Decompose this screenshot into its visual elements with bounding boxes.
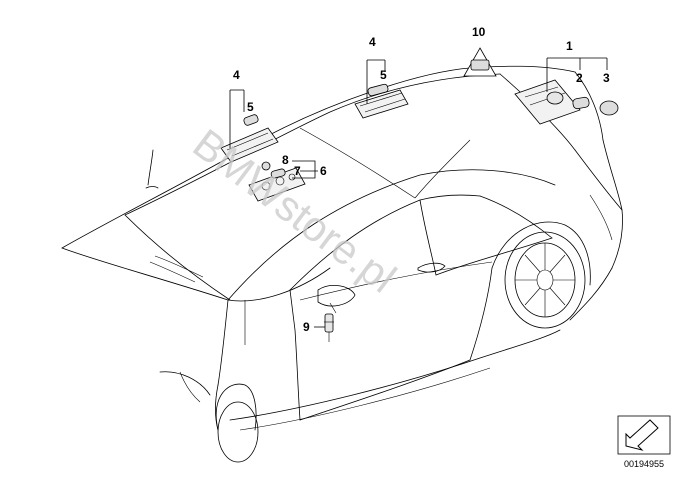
callout-8: 8 xyxy=(282,153,289,167)
warning-triangle-label xyxy=(463,47,497,77)
interior-light-roof xyxy=(354,83,409,119)
document-number-box: 00194955 xyxy=(617,415,671,469)
interior-light-left xyxy=(220,114,279,163)
callout-1: 1 xyxy=(566,39,573,53)
car-outline xyxy=(61,65,623,463)
callout-10: 10 xyxy=(472,25,486,39)
document-number: 00194955 xyxy=(624,459,664,469)
callout-4b: 4 xyxy=(369,35,376,49)
callout-4a: 4 xyxy=(233,68,240,82)
vanity-light xyxy=(248,161,306,202)
watermark: BMWstore.pl xyxy=(185,120,405,302)
callout-5a: 5 xyxy=(247,100,254,114)
callout-7: 7 xyxy=(294,164,301,178)
callout-6: 6 xyxy=(320,164,327,178)
arrow-icon xyxy=(625,419,659,451)
bulb-holder xyxy=(324,313,334,342)
callout-9: 9 xyxy=(303,320,310,334)
trunk-light-assembly xyxy=(514,79,619,125)
parts xyxy=(220,47,619,342)
callout-5b: 5 xyxy=(380,68,387,82)
callouts: 1 2 3 4 5 4 5 6 7 8 9 10 xyxy=(233,25,610,334)
callout-3: 3 xyxy=(603,71,610,85)
leader-lines xyxy=(229,57,608,328)
callout-2: 2 xyxy=(576,71,583,85)
